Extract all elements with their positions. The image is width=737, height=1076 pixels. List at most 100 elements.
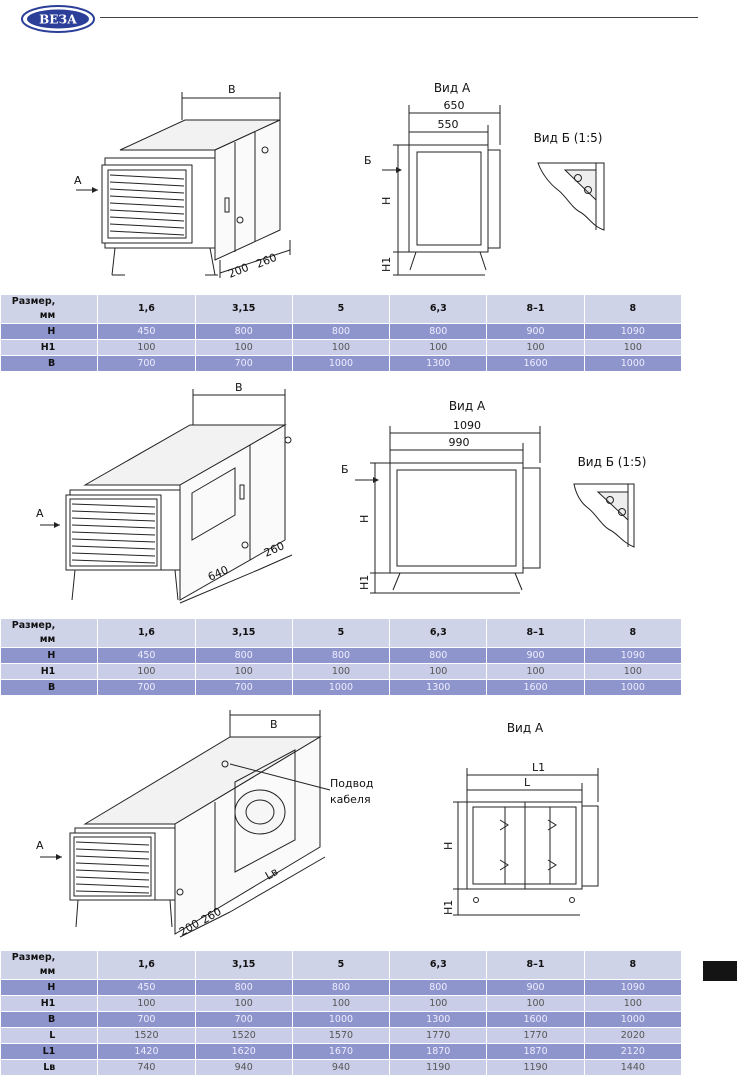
table-cell: 800 [291,979,391,996]
table-cell: 1000 [291,355,391,372]
table-cell: 100 [389,663,488,680]
dim-650: 650 [444,99,465,112]
table-cell: 100 [583,995,683,1012]
arrow-a-label: А [36,507,44,520]
logo-text: ВЕЗА [39,13,77,27]
table-header-cell: 5 [291,950,391,980]
table-cell: 1570 [291,1027,391,1044]
table-row: H 450 800 800 800 900 1090 [0,647,683,664]
table-cell: 800 [291,647,391,664]
header-rule [100,17,698,18]
dim-h1-label: H1 [380,257,393,272]
table-header-cell: 8–1 [486,618,585,648]
table-cell: 900 [486,323,585,340]
table-header-cell: 8–1 [486,950,585,980]
dim-h1-label: H1 [358,575,371,590]
table-cell: 100 [486,339,585,356]
spec-table-1: Размер, мм 1,6 3,15 5 6,3 8–1 8 H 450 80… [0,294,683,372]
dim-1090: 1090 [453,419,481,432]
view-a-drawing-1: Вид А 650 550 Б H H1 [364,81,501,276]
table-cell: 1300 [389,679,488,696]
table-cell: 1000 [583,355,683,372]
row-label: H [0,979,99,996]
row-label: B [0,1011,99,1028]
veza-logo: ВЕЗА [21,5,95,33]
dim-990: 990 [449,436,470,449]
table-cell: 100 [291,339,391,356]
table-header-cell: 5 [291,294,391,324]
table-cell: 2120 [583,1043,683,1060]
row-label: H [0,647,99,664]
table-cell: 900 [486,647,585,664]
table-row: B 700 700 1000 1300 1600 1000 [0,679,683,696]
row-label: H1 [0,339,99,356]
table-cell: 1090 [583,979,683,996]
table-header-cell: 3,15 [194,950,293,980]
table-cell: 100 [194,339,293,356]
table-cell: 1300 [389,355,488,372]
table-header-cell: 6,3 [389,294,488,324]
table-cell: 2020 [583,1027,683,1044]
row-label: L [0,1027,99,1044]
table-cell: 800 [194,979,293,996]
view-a-title: Вид А [507,721,544,735]
table-cell: 800 [194,323,293,340]
table-cell: 1870 [389,1043,488,1060]
table-header-cell: 1,6 [97,294,196,324]
table-cell: 700 [97,1011,196,1028]
table-cell: 1600 [486,679,585,696]
table-row: L1 1420 1620 1670 1870 1870 2120 [0,1043,683,1060]
dim-lb-label: Lв [263,865,280,883]
row-label: B [0,679,99,696]
table-cell: 800 [291,323,391,340]
view-a-title: Вид А [449,399,486,413]
table-header-cell: 5 [291,618,391,648]
table-header-cell: 3,15 [194,618,293,648]
table-cell: 1420 [97,1043,196,1060]
table-cell: 800 [194,647,293,664]
table-cell: 1770 [389,1027,488,1044]
table-row: H1 100 100 100 100 100 100 [0,663,683,680]
table-cell: 100 [291,995,391,1012]
table-cell: 700 [97,355,196,372]
table-cell: 1520 [97,1027,196,1044]
dim-l1-label: L1 [532,761,545,774]
table-cell: 100 [291,663,391,680]
table-cell: 1090 [583,323,683,340]
table-cell: 1770 [486,1027,585,1044]
table-cell: 100 [389,339,488,356]
table-cell: 700 [97,679,196,696]
table-cell: 1000 [583,679,683,696]
spec-table-2: Размер, мм 1,6 3,15 5 6,3 8–1 8 H 450 80… [0,618,683,696]
table-header-cell: 1,6 [97,950,196,980]
table-header-cell: Размер, мм [0,618,99,648]
table-row: H 450 800 800 800 900 1090 [0,979,683,996]
dim-h1-label: H1 [442,900,455,915]
view-b-drawing-1: Вид Б (1:5) [534,131,605,231]
view-b-title: Вид Б (1:5) [534,131,603,145]
dim-550: 550 [438,118,459,131]
table-row: H1 100 100 100 100 100 100 [0,339,683,356]
dim-b-label: B [235,381,243,394]
table-row: H1 100 100 100 100 100 100 [0,995,683,1012]
table-header-cell: 8 [583,950,683,980]
table-row: H 450 800 800 800 900 1090 [0,323,683,340]
table-header-cell: 8–1 [486,294,585,324]
table-cell: 450 [97,647,196,664]
spec-table-3: Размер, мм 1,6 3,15 5 6,3 8–1 8 H 450 80… [0,950,683,1076]
table-cell: 100 [97,339,196,356]
table-cell: 100 [486,663,585,680]
table-cell: 100 [583,339,683,356]
row-label: H [0,323,99,340]
table-header-cell: 8 [583,618,683,648]
table-cell: 900 [486,979,585,996]
table-cell: 1300 [389,1011,488,1028]
dim-260-label: 260 [254,251,278,271]
unit-isometric-3: А B Подвод кабеля 200 260 Lв [36,710,374,939]
table-header-cell: 1,6 [97,618,196,648]
table-row: B 700 700 1000 1300 1600 1000 [0,355,683,372]
view-a-title: Вид А [434,81,471,95]
view-b-title: Вид Б (1:5) [578,455,647,469]
dim-l-label: L [524,776,531,789]
table-row: L 1520 1520 1570 1770 1770 2020 [0,1027,683,1044]
